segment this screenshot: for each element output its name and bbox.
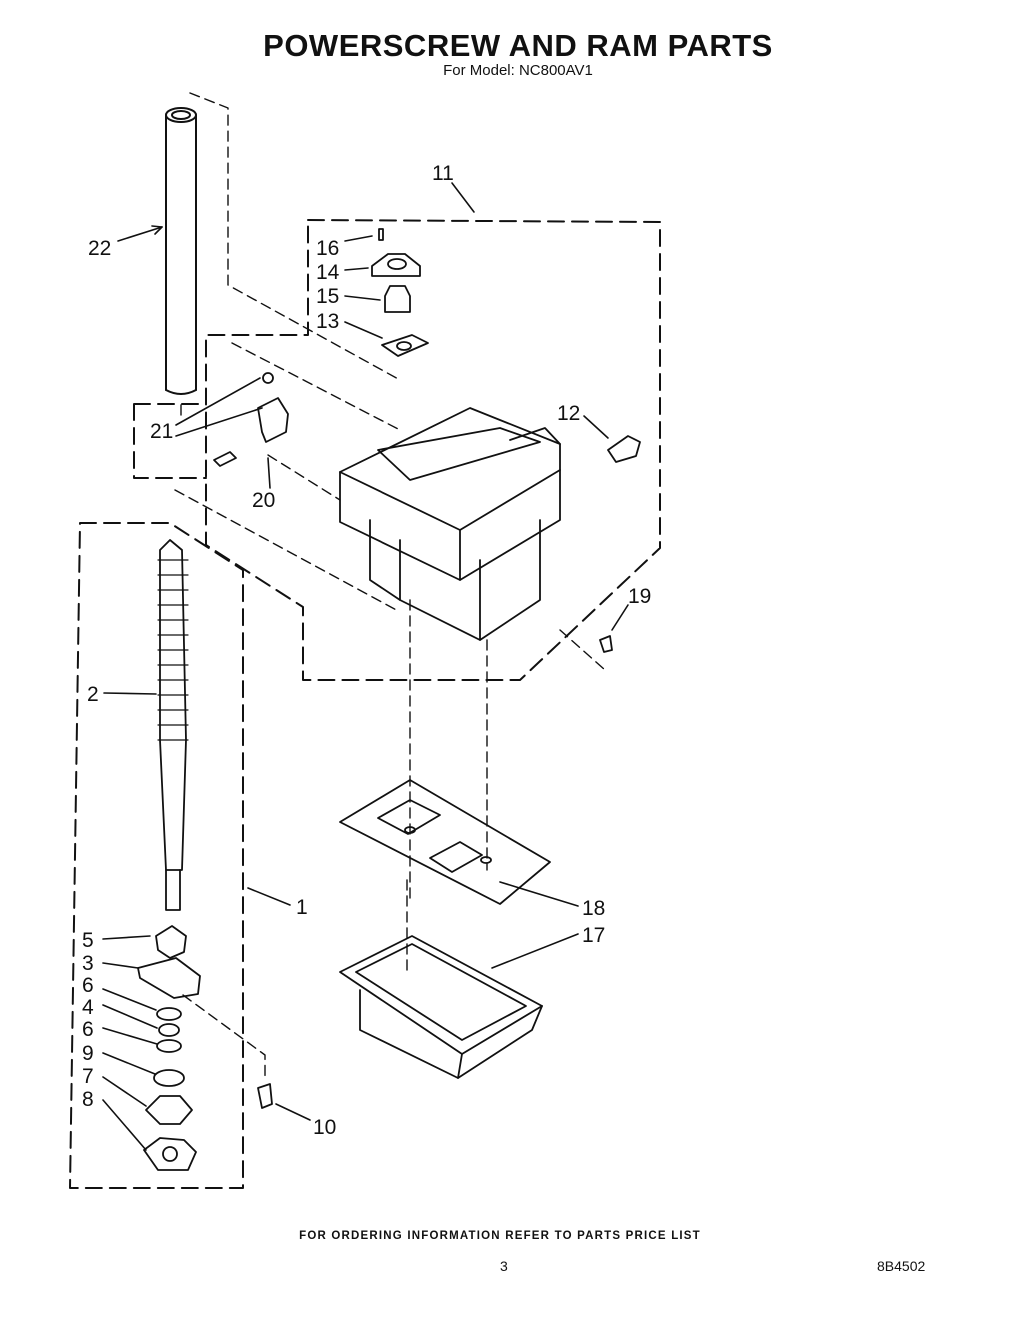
part-19-screw [599,635,613,653]
callout-8: 8 [82,1088,94,1111]
part-11-outline [205,219,661,681]
callout-7: 7 [82,1065,94,1088]
part-18-plate [339,779,551,905]
callout-14: 14 [316,261,340,284]
callout-12: 12 [557,402,581,425]
ordering-note: FOR ORDERING INFORMATION REFER TO PARTS … [299,1230,701,1242]
part-2-powerscrew [157,539,189,911]
callout-22: 22 [88,237,112,260]
callout-9: 9 [82,1042,94,1065]
callout-16: 16 [316,237,340,260]
callout-4: 4 [82,996,94,1019]
model-subtitle: For Model: NC800AV1 [443,62,593,79]
callout-1: 1 [296,896,308,919]
page-number: 3 [500,1258,508,1274]
callout-2: 2 [87,683,99,706]
page-title: POWERSCREW AND RAM PARTS [263,28,773,63]
callout-3: 3 [82,952,94,975]
callout-6b: 6 [82,1018,94,1041]
callout-18: 18 [582,897,606,920]
callout-11: 11 [432,162,454,185]
callout-13: 13 [316,310,340,333]
part-21-outline [133,403,207,479]
callout-17: 17 [582,924,606,947]
callout-6a: 6 [82,974,94,997]
callout-21: 21 [150,420,174,443]
callout-10: 10 [313,1116,337,1139]
assembly-dash-lines [174,92,606,1081]
document-number: 8B4502 [877,1258,926,1274]
parts-3-to-9-stack [137,925,273,1171]
part-1-outline [69,522,244,1189]
callout-15: 15 [316,285,340,308]
callout-20: 20 [252,489,276,512]
part-17-tray [339,935,543,1079]
callout-5: 5 [82,929,94,952]
leader-lines [102,182,629,1151]
part-22-tube [165,107,197,395]
parts-20-21-bracket [213,372,289,467]
ram-housing [339,407,561,641]
part-12-clip [607,435,641,463]
callout-19: 19 [628,585,652,608]
parts-13-16-bracket [371,228,429,357]
